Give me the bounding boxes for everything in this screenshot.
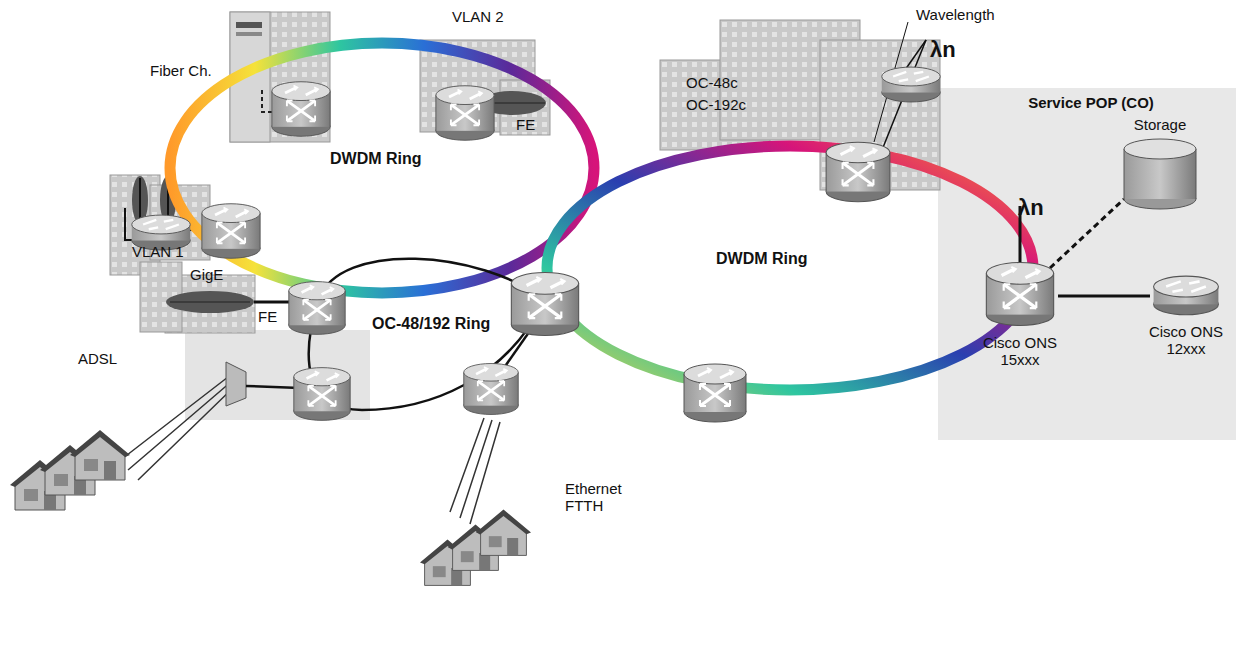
ons-router-icon <box>1148 273 1224 321</box>
callout-label: GigE <box>190 266 223 283</box>
ring-label: OC-48/192 Ring <box>372 315 490 332</box>
callout-label: FE <box>258 308 277 325</box>
connector-line <box>1058 295 1150 298</box>
callout-label: Wavelength <box>916 6 995 23</box>
callout-label: FE <box>516 116 535 133</box>
connector-line <box>1050 199 1124 268</box>
ring-label: DWDM Ring <box>330 150 422 167</box>
storage-cylinder-icon <box>1120 133 1200 213</box>
node-label: Service POP (CO) <box>938 88 1236 111</box>
node-label: Cisco ONS 12xxx <box>1134 321 1236 359</box>
callout-label: Ethernet FTTH <box>565 480 635 514</box>
callout-label: VLAN 2 <box>452 8 504 25</box>
service-pop-region: Service POP (CO) StorageCisco ONS 15xxx Ci… <box>938 88 1236 440</box>
ons-switch-icon <box>982 206 1058 332</box>
callout-label: OC-48c <box>686 74 738 91</box>
callout-label: VLAN 1 <box>132 243 184 260</box>
node-label: Cisco ONS 15xxx <box>966 332 1074 370</box>
node-label: Storage <box>1106 116 1214 133</box>
ring-label: DWDM Ring <box>716 250 808 267</box>
storage-cylinder: Storage <box>1106 116 1214 213</box>
callout-label: OC-192c <box>686 96 746 113</box>
callout-label: λn <box>1018 196 1044 220</box>
callout-label: Fiber Ch. <box>150 62 212 79</box>
ons-router: Cisco ONS 12xxx <box>1134 273 1236 359</box>
callout-label: ADSL <box>78 350 117 367</box>
callout-label: λn <box>930 38 956 62</box>
ons-switch: Cisco ONS 15xxx <box>966 206 1074 370</box>
